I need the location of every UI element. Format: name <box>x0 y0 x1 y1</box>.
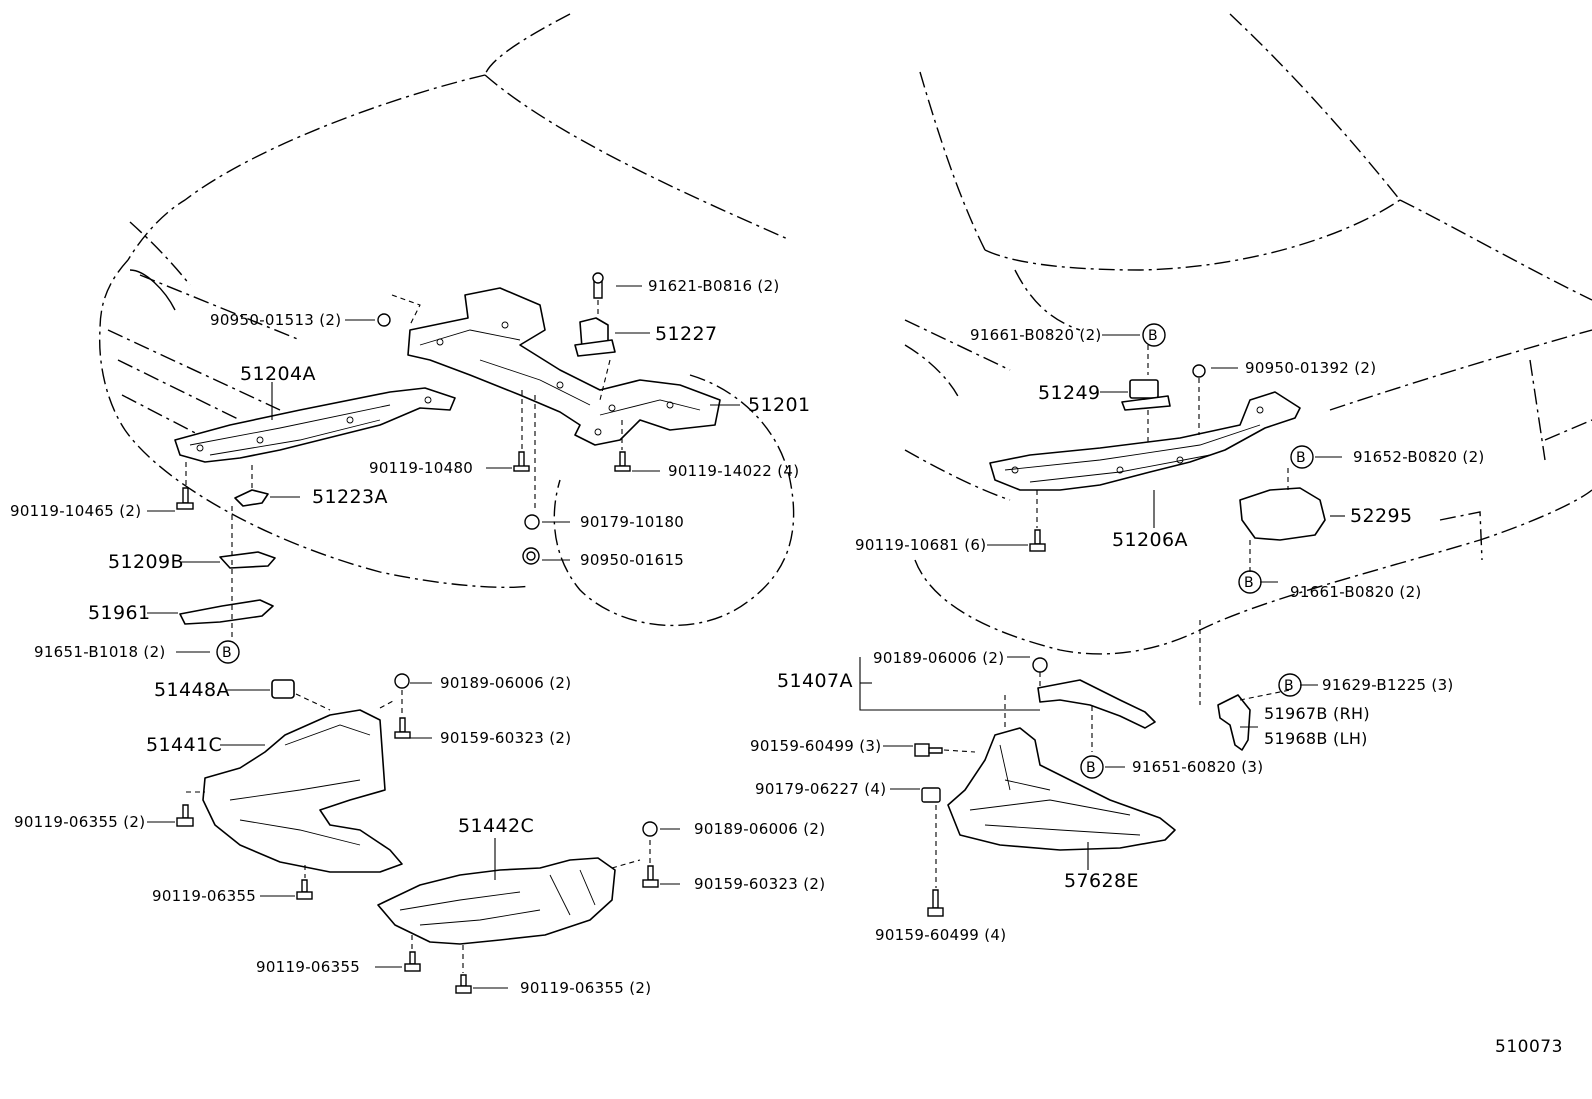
svg-text:B: B <box>1296 450 1306 466</box>
label-90159-60499-a: 90159-60499 (3) <box>750 737 882 755</box>
label-90950-01513: 90950-01513 (2) <box>210 311 342 329</box>
label-91651-60820: 91651-60820 (3) <box>1132 758 1264 776</box>
figure-reference-number: 510073 <box>1495 1037 1563 1057</box>
label-90119-10681: 90119-10681 (6) <box>855 536 987 554</box>
label-90189-06006-c: 90189-06006 (2) <box>873 649 1005 667</box>
label-90119-10465: 90119-10465 (2) <box>10 502 142 520</box>
label-51441C: 51441C <box>146 734 223 756</box>
label-51204A: 51204A <box>240 363 316 385</box>
b-markers: B B B B B B <box>216 323 1314 779</box>
label-90119-06355-d: 90119-06355 (2) <box>520 979 652 997</box>
label-52295: 52295 <box>1350 505 1413 527</box>
label-90159-60323-b: 90159-60323 (2) <box>694 875 826 893</box>
label-51448A: 51448A <box>154 679 230 701</box>
label-51961: 51961 <box>88 602 151 624</box>
label-51407A: 51407A <box>777 670 853 692</box>
label-57628E: 57628E <box>1064 870 1139 892</box>
svg-text:B: B <box>1148 328 1158 344</box>
right-fasteners <box>914 364 1206 917</box>
label-51209B: 51209B <box>108 551 184 573</box>
cover-51441C <box>202 709 403 873</box>
label-91651-B1018: 91651-B1018 (2) <box>34 643 166 661</box>
label-90159-60499-b: 90159-60499 (4) <box>875 926 1007 944</box>
label-51968B: 51968B (LH) <box>1264 729 1368 748</box>
plate-51209B <box>219 551 276 569</box>
label-91652-B0820: 91652-B0820 (2) <box>1353 448 1485 466</box>
label-51442C: 51442C <box>458 815 535 837</box>
pad-51223A <box>234 489 269 507</box>
label-51201: 51201 <box>748 394 811 416</box>
bracket-51227 <box>574 317 616 357</box>
label-51223A: 51223A <box>312 486 388 508</box>
label-91661-B0820-a: 91661-B0820 (2) <box>970 326 1102 344</box>
svg-text:B: B <box>222 645 232 661</box>
label-90179-10180: 90179-10180 <box>580 513 685 531</box>
bracket-51967B <box>1217 694 1251 751</box>
svg-text:B: B <box>1284 678 1294 694</box>
label-90189-06006-b: 90189-06006 (2) <box>694 820 826 838</box>
label-51206A: 51206A <box>1112 529 1188 551</box>
label-90119-14022: 90119-14022 (4) <box>668 462 800 480</box>
label-90179-06227: 90179-06227 (4) <box>755 780 887 798</box>
label-90119-06355-c: 90119-06355 <box>256 958 361 976</box>
brace-51204A <box>174 387 456 463</box>
svg-text:B: B <box>1086 760 1096 776</box>
label-91621-B0816: 91621-B0816 (2) <box>648 277 780 295</box>
right-body-outline <box>904 13 1592 655</box>
label-90950-01615: 90950-01615 <box>580 551 685 569</box>
crossmember-51201 <box>407 287 721 446</box>
label-90189-06006-a: 90189-06006 (2) <box>440 674 572 692</box>
label-90159-60323-a: 90159-60323 (2) <box>440 729 572 747</box>
label-90119-10480: 90119-10480 <box>369 459 474 477</box>
plate-51961 <box>179 599 274 625</box>
bracket-52295 <box>1239 487 1326 541</box>
svg-text:B: B <box>1244 575 1254 591</box>
label-91661-B0820-b: 91661-B0820 (2) <box>1290 583 1422 601</box>
block-51249 <box>1121 379 1171 411</box>
cover-51442C <box>377 857 616 945</box>
label-91629-B1225: 91629-B1225 (3) <box>1322 676 1454 694</box>
left-body-outline <box>98 13 795 627</box>
clip-51448A <box>271 679 295 699</box>
bracket-51407A <box>1037 679 1156 729</box>
label-90119-06355-a: 90119-06355 (2) <box>14 813 146 831</box>
crossmember-51206A <box>989 391 1301 491</box>
dashed-guides <box>185 294 1291 973</box>
label-90119-06355-b: 90119-06355 <box>152 887 257 905</box>
label-51227: 51227 <box>655 323 718 345</box>
leader-lines <box>147 285 1345 989</box>
cover-57628E <box>947 727 1176 851</box>
label-51967B: 51967B (RH) <box>1264 704 1370 723</box>
label-51249: 51249 <box>1038 382 1101 404</box>
left-fasteners <box>176 272 659 994</box>
label-90950-01392: 90950-01392 (2) <box>1245 359 1377 377</box>
